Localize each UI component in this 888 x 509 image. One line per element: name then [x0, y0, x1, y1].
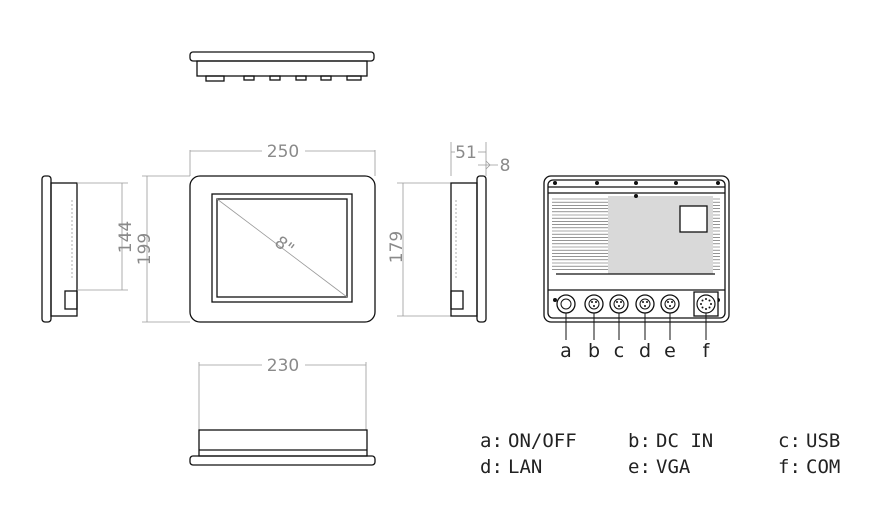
- dim-front-width: 250: [267, 142, 299, 162]
- legend-value-2: DC IN: [656, 430, 713, 452]
- legend-value-1: ON/OFF: [508, 430, 577, 452]
- connector-letter-c: c: [614, 340, 624, 362]
- connector-d: [635, 294, 655, 314]
- legend-key-3: c:: [778, 430, 801, 452]
- dim-screen-diagonal: 8": [271, 232, 298, 259]
- dim-side-depth: 51: [455, 143, 477, 163]
- right-side-view: 51 8 179: [387, 142, 511, 323]
- legend-value-3: USB: [806, 430, 840, 452]
- dim-front-height: 199: [135, 233, 155, 265]
- legend-key-4: d:: [480, 456, 503, 478]
- connector-letter-a: a: [560, 340, 572, 362]
- dim-side-small: 8: [500, 156, 511, 176]
- dim-screen-height: 144: [116, 221, 136, 253]
- legend-key-6: f:: [778, 456, 801, 478]
- legend-key-5: e:: [628, 456, 651, 478]
- connector-letter-e: e: [664, 340, 676, 362]
- connector-f: [693, 291, 719, 317]
- connector-a: [556, 294, 576, 314]
- connector-legend: a:ON/OFF b:DC IN c:USB d:LAN e:VGA f:COM: [480, 430, 840, 478]
- connector-b: [584, 294, 604, 314]
- connector-letter-b: b: [588, 340, 600, 362]
- legend-key-1: a:: [480, 430, 503, 452]
- connector-c: [609, 294, 629, 314]
- top-view: [189, 51, 375, 82]
- connector-letter-d: d: [639, 340, 651, 362]
- legend-value-5: VGA: [656, 456, 691, 478]
- left-side-view: [41, 175, 128, 323]
- connector-letter-f: f: [703, 340, 711, 362]
- legend-value-4: LAN: [508, 456, 542, 478]
- legend-key-2: b:: [628, 430, 651, 452]
- dim-bottom-width: 230: [267, 356, 299, 376]
- connector-e: [660, 294, 680, 314]
- legend-value-6: COM: [806, 456, 840, 478]
- dim-side-height: 179: [387, 231, 407, 263]
- connector-row: [556, 291, 719, 317]
- bottom-view: 230: [189, 356, 376, 466]
- front-view: 250 199 144 8": [116, 142, 376, 323]
